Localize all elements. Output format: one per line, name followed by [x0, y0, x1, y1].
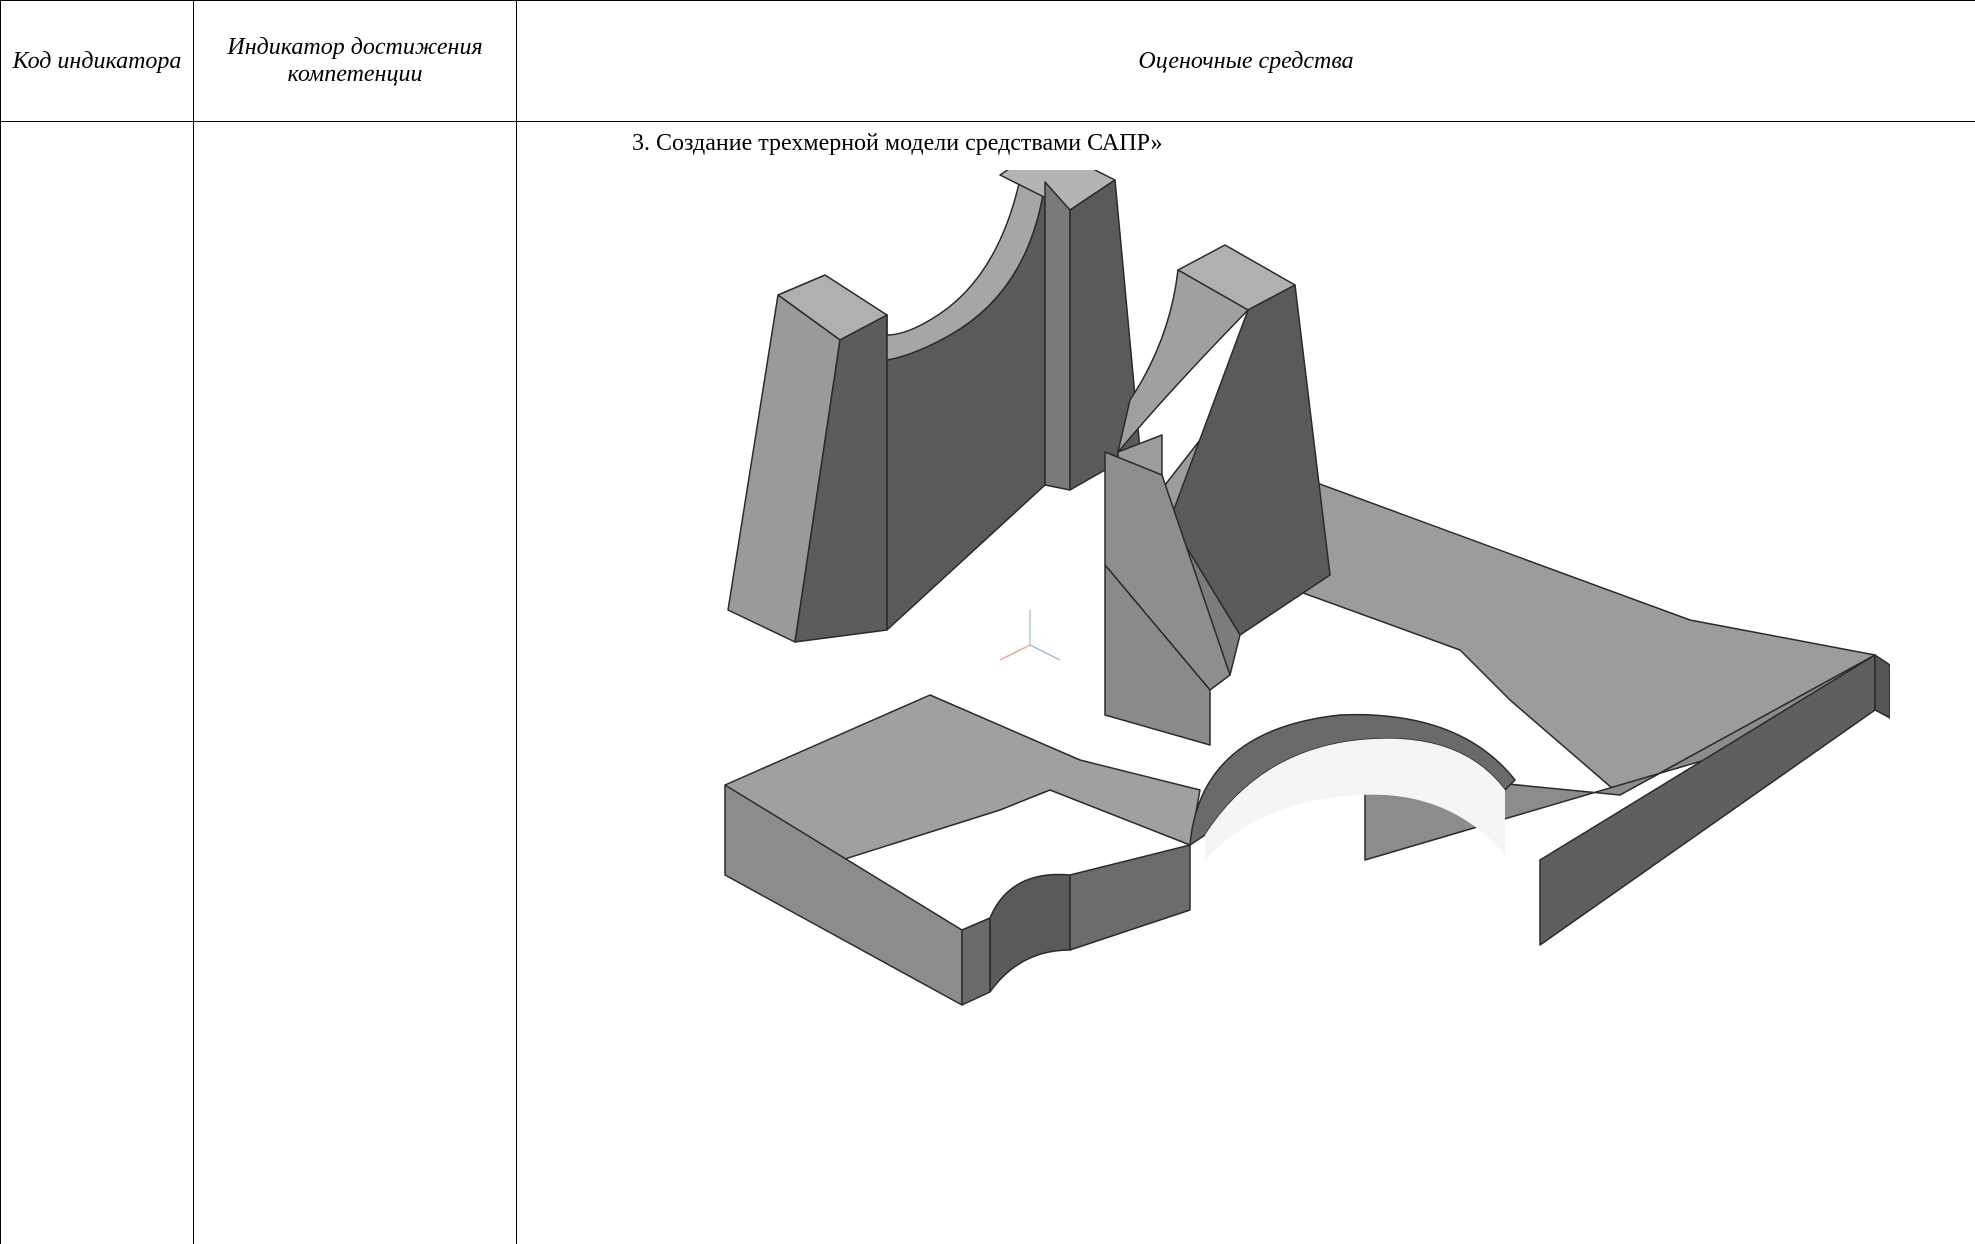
header-assessment-tools: Оценочные средства [517, 2, 1975, 120]
table-divider-2 [516, 0, 517, 1244]
table-divider-1 [193, 0, 194, 1244]
center-column-left [1044, 181, 1071, 491]
table-border-left [0, 0, 1, 1244]
header-assessment-tools-text: Оценочные средства [1138, 47, 1354, 74]
base-front-mid [1069, 844, 1191, 951]
header-indicator-code-text: Код индикатора [12, 47, 182, 74]
header-competence-indicator: Индикатор достижения компетенции [194, 2, 516, 120]
small-hole-wall [989, 873, 1071, 993]
right-rib-front [1104, 451, 1231, 691]
base-front-notch-left [961, 917, 991, 1006]
base-right-end [1874, 654, 1890, 719]
table-header-divider [0, 121, 1975, 122]
task-heading: 3. Создание трехмерной модели средствами… [632, 130, 1163, 156]
right-rib-base [1104, 564, 1211, 746]
axis-indicator [999, 610, 1061, 661]
cad-model-image [700, 170, 1890, 1030]
header-competence-indicator-text: Индикатор достижения компетенции [227, 34, 483, 87]
table-border-top [0, 0, 1975, 1]
cad-model-drawing [724, 170, 1890, 1006]
header-indicator-code: Код индикатора [1, 2, 193, 120]
right-upright-front [1169, 284, 1331, 636]
center-column-front [1069, 179, 1141, 491]
large-hole-inner [1205, 738, 1505, 860]
